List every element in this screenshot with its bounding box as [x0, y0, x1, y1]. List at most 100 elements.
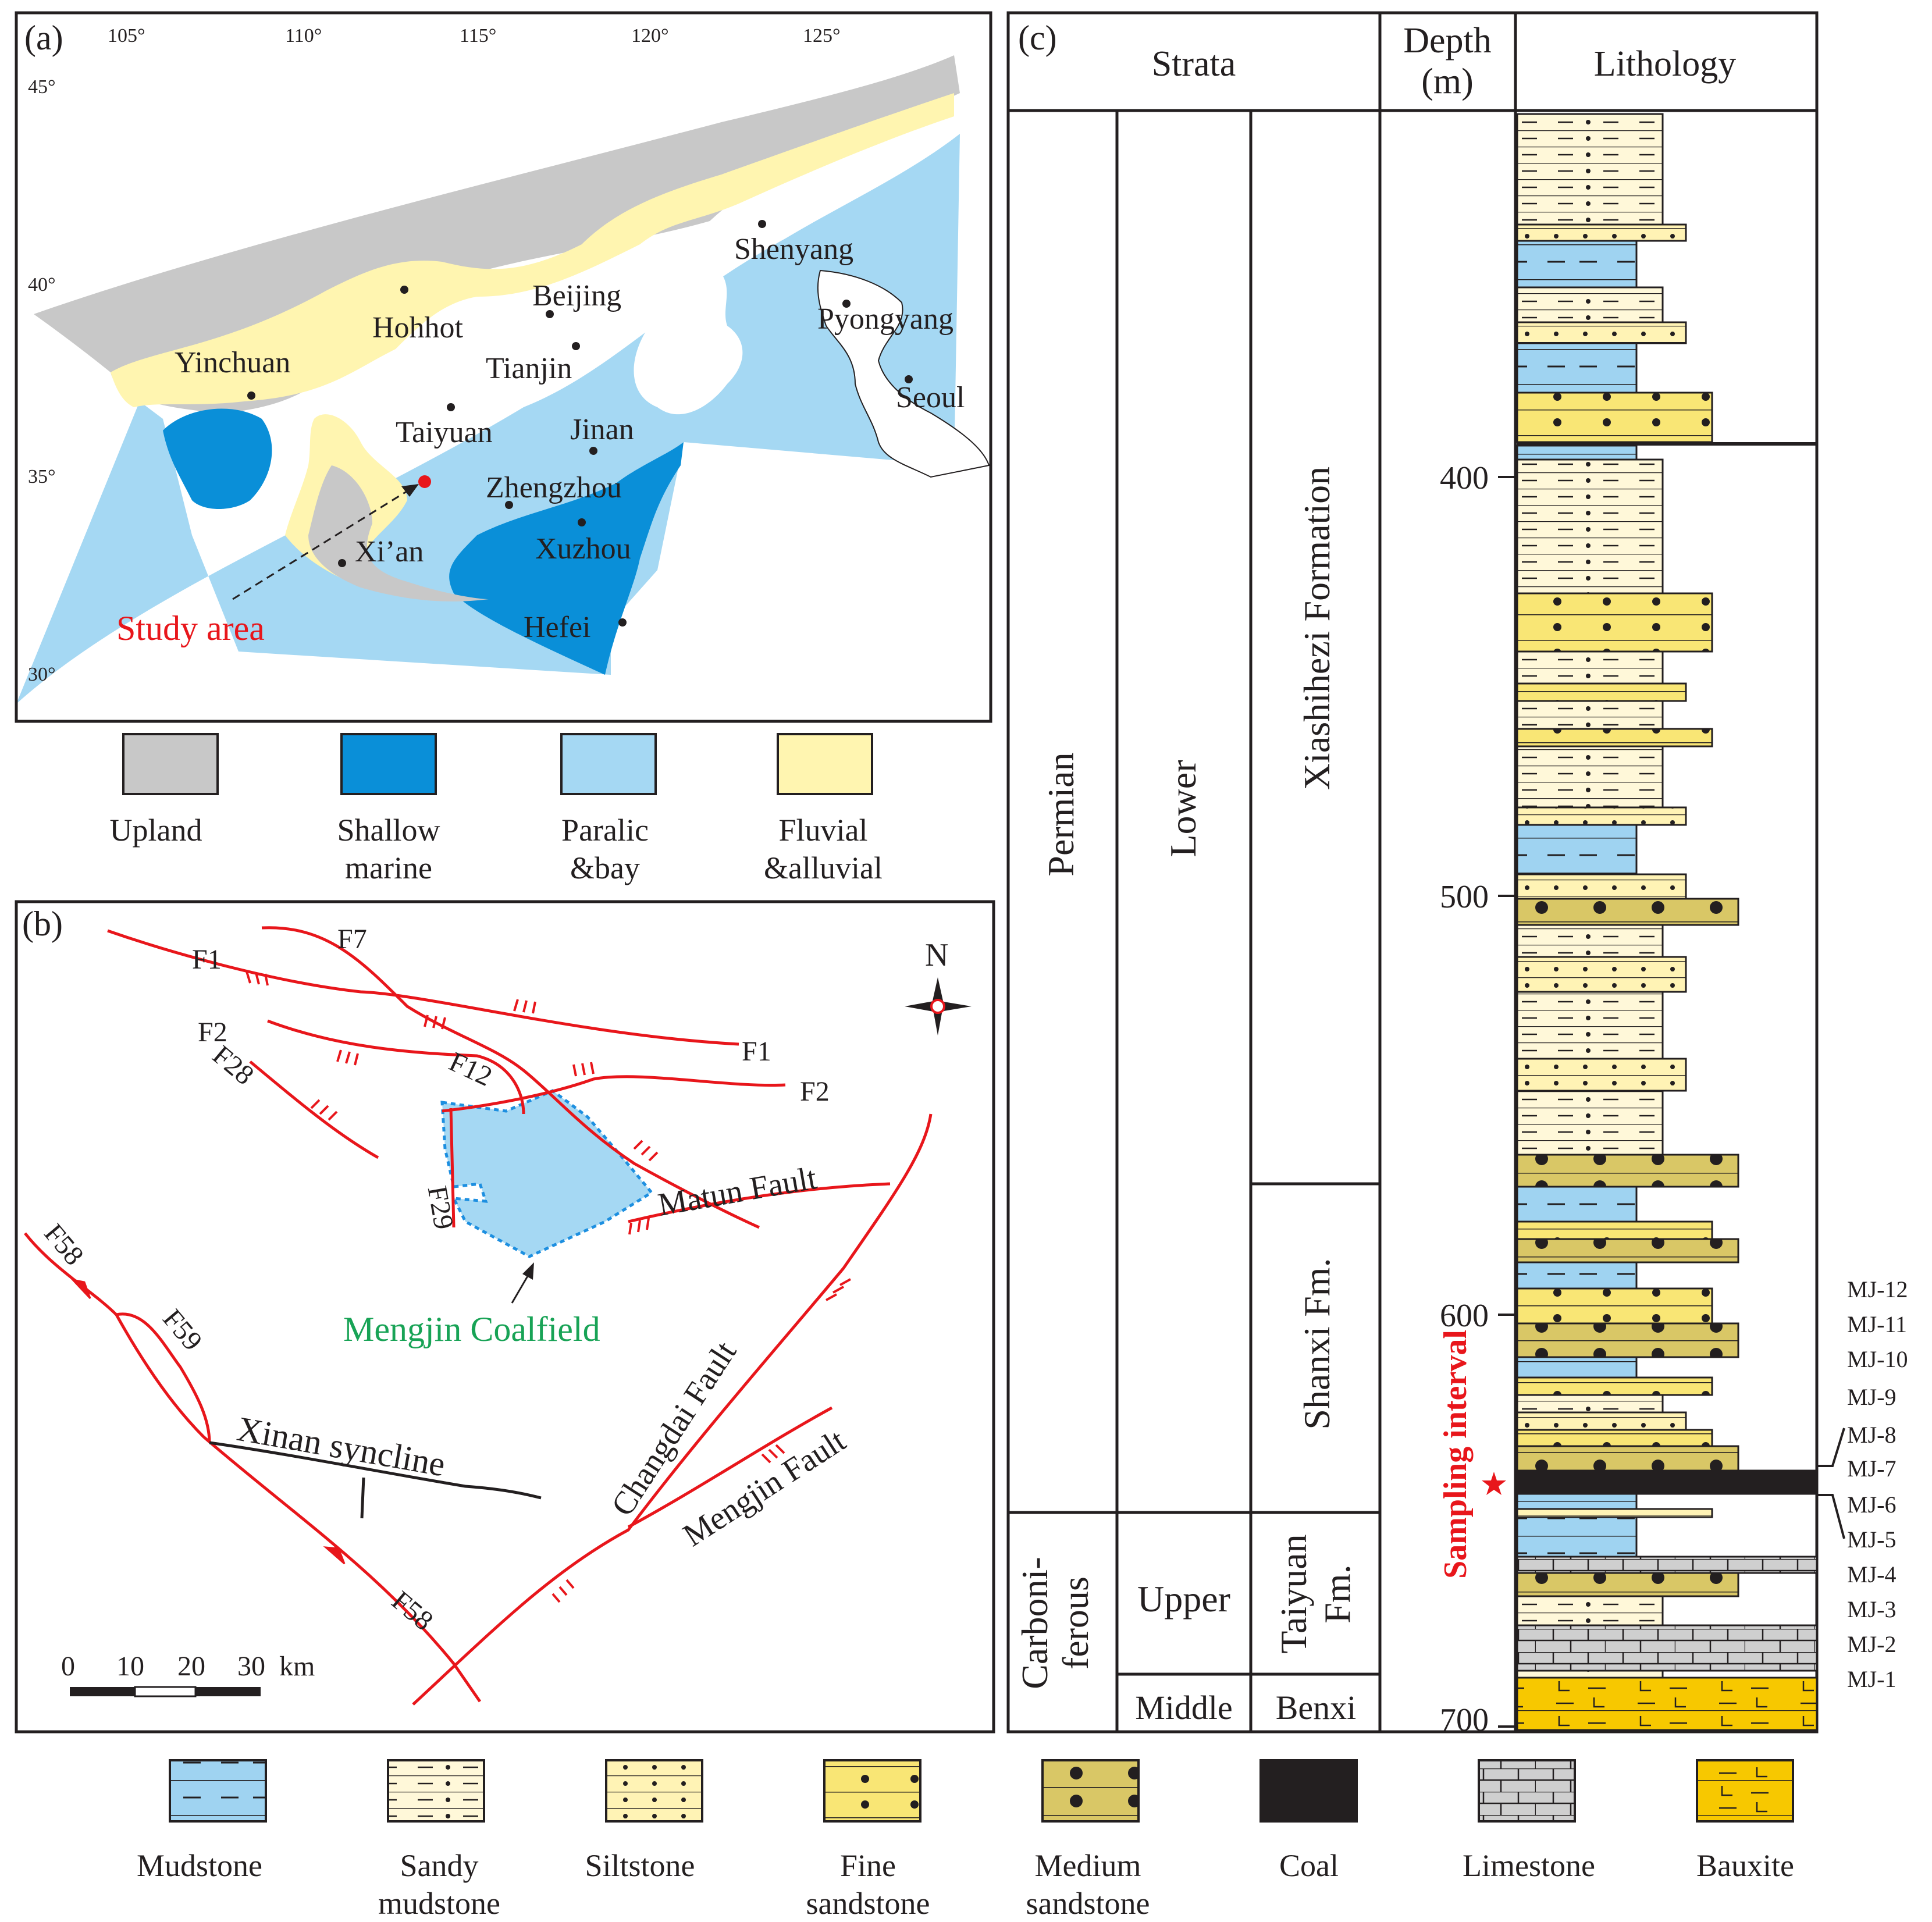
bed-fine-sandstone [1516, 1287, 1713, 1325]
mengjin-coalfield-area [440, 1089, 654, 1258]
bed-mudstone [1516, 1516, 1638, 1558]
fluvial-alluvial-belt [111, 93, 954, 407]
fault-label-f58-south: F58 [386, 1585, 439, 1637]
coalfield-arrowhead [522, 1262, 534, 1280]
city-label: Tianjin [486, 352, 572, 385]
fault-label-f1-east: F1 [742, 1036, 771, 1067]
bed-siltstone [1516, 1058, 1687, 1092]
header-depth-unit: (m) [1421, 62, 1474, 101]
bed-fine-sandstone [1516, 391, 1713, 443]
formation-taiyuan: Taiyuan [1273, 1534, 1314, 1653]
legend-label: Medium [1035, 1848, 1141, 1883]
legend-label: Fluvial [778, 813, 867, 848]
legend-swatch-shallow-marine [340, 733, 437, 795]
legend-label: &bay [570, 850, 640, 885]
bed-mudstone [1516, 1186, 1638, 1223]
sample-label: MJ-1 [1847, 1666, 1896, 1692]
lat-label: 30° [28, 664, 56, 685]
bed-sandy-mudstone [1516, 924, 1664, 958]
legend-swatch-bauxite [1696, 1759, 1794, 1823]
sample-label: MJ-11 [1847, 1311, 1907, 1337]
city-label: Yinchuan [175, 346, 290, 379]
bed-mudstone [1516, 1493, 1638, 1510]
sample-label: MJ-4 [1847, 1561, 1896, 1588]
bed-medium-sandstone [1516, 1572, 1739, 1597]
legend-label: Siltstone [585, 1848, 695, 1883]
legend-label: Coal [1279, 1848, 1339, 1883]
header-depth: Depth [1403, 21, 1492, 60]
strike-slip-arrows [70, 1278, 346, 1565]
formation-benxi: Benxi [1276, 1689, 1357, 1727]
fault-label-f1: F1 [192, 944, 222, 975]
matun-fault-label: Matun Fault [655, 1160, 819, 1223]
bed-siltstone [1516, 956, 1687, 993]
panel-a-frame [15, 11, 992, 723]
system-permian: Permian [1040, 752, 1081, 876]
scale-unit: km [279, 1651, 315, 1682]
mengjin-fault-label: Mengjin Fault [677, 1422, 852, 1554]
sample-labels: MJ-12 MJ-11 MJ-10 MJ-9 MJ-8 MJ-7 MJ-6 MJ… [1847, 1276, 1908, 1692]
paralic-bay-region [16, 134, 960, 704]
bed-mudstone [1516, 824, 1638, 875]
shallow-marine-west [163, 408, 272, 509]
city-label: Zhengzhou [486, 471, 622, 504]
lat-label: 45° [28, 76, 56, 98]
legend-swatch-coal [1259, 1759, 1358, 1823]
bed-siltstone [1516, 1508, 1713, 1518]
system-carboniferous-2: ferous [1055, 1576, 1096, 1670]
legend-swatch-upland [122, 733, 219, 795]
legend-label: marine [345, 850, 432, 885]
bed-sandy-mudstone [1516, 286, 1664, 323]
header-strata: Strata [1152, 44, 1236, 84]
paleogeography-legend: Upland Shallow marine Paralic &bay Fluvi… [110, 733, 883, 885]
bed-fine-sandstone [1516, 1220, 1713, 1240]
scale-tick: 10 [116, 1651, 144, 1682]
city-label: Hohhot [372, 311, 464, 344]
fault-tick-marks [245, 971, 851, 1603]
series-lower: Lower [1162, 760, 1204, 857]
bed-bauxite [1516, 1677, 1818, 1731]
bed-fine-sandstone [1516, 682, 1687, 702]
bed-siltstone [1516, 1411, 1687, 1431]
legend-swatch-paralic-bay [560, 733, 657, 795]
legend-label: sandstone [1026, 1886, 1150, 1921]
legend-swatch-fine-sandstone [823, 1759, 921, 1823]
fault-lines [24, 926, 933, 1706]
bed-fine-sandstone [1516, 1429, 1713, 1447]
city-label: Xuzhou [535, 532, 631, 565]
sample-label: MJ-6 [1847, 1492, 1896, 1518]
legend-swatch-mudstone [169, 1759, 267, 1823]
legend-label: &alluvial [764, 850, 883, 885]
depth-tick: 500 [1440, 879, 1489, 915]
legend-swatch-fluvial-alluvial [777, 733, 873, 795]
bed-mudstone [1516, 444, 1638, 461]
series-upper: Upper [1137, 1578, 1230, 1620]
sample-label: MJ-2 [1847, 1631, 1896, 1657]
legend-swatch-medium-sandstone [1041, 1759, 1140, 1823]
xinan-syncline-label: Xinan syncline [234, 1410, 449, 1484]
legend-swatch-limestone [1478, 1759, 1576, 1823]
bed-fine-sandstone [1516, 728, 1713, 748]
bed-limestone [1516, 1556, 1818, 1574]
fault-label-f12: F12 [444, 1046, 497, 1092]
bed-sandy-mudstone [1516, 700, 1664, 730]
legend-swatch-sandy-mudstone [387, 1759, 485, 1823]
legend-label: Sandy [400, 1848, 479, 1883]
depth-tick: 600 [1440, 1298, 1489, 1334]
legend-label: sandstone [806, 1886, 930, 1921]
bed-coal [1516, 1469, 1818, 1495]
north-arrow-icon: N [905, 937, 972, 1035]
lon-label: 115° [460, 25, 496, 47]
bed-medium-sandstone [1516, 1238, 1739, 1263]
sample-label: MJ-7 [1847, 1455, 1896, 1482]
city-labels: Shenyang Beijing Pyongyang Hohhot Tianji… [175, 233, 965, 644]
fault-label-f58: F58 [38, 1218, 90, 1271]
bed-medium-sandstone [1516, 1322, 1739, 1358]
formation-shanxi: Shanxi Fm. [1296, 1258, 1337, 1429]
depth-tick: 700 [1440, 1702, 1489, 1738]
study-area-leader [232, 486, 414, 600]
bed-siltstone [1516, 321, 1687, 344]
panel-c-stratigraphic-column: (c) Strata Depth (m) Lithology Permian C… [1006, 11, 1908, 1738]
korea-peninsula [817, 269, 990, 478]
